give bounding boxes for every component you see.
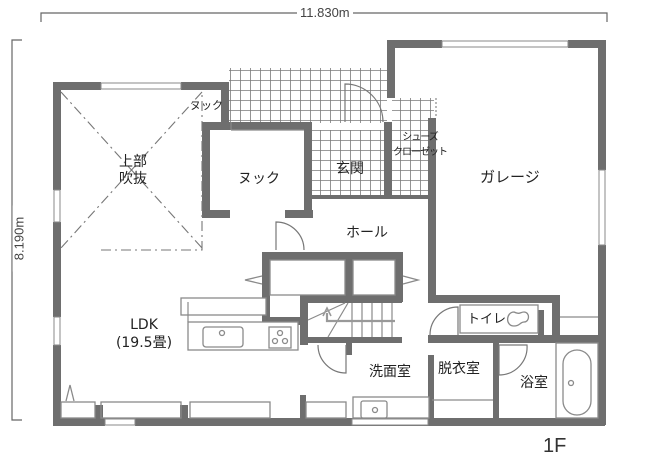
depth-dimension-label: 8.190m [12, 205, 27, 272]
room-label-ldk: LDK (19.5畳) [104, 318, 184, 350]
fukinuke-line1: 上部 [119, 154, 147, 170]
thin-partitions [187, 98, 598, 322]
shoes-closet-line2: クローゼット [393, 147, 448, 158]
depth-dimension-line [11, 39, 22, 421]
toilet-fixture [459, 304, 539, 334]
staircase [307, 302, 395, 338]
room-label-genkan: 玄関 [336, 161, 364, 177]
washroom-sink [352, 396, 493, 419]
room-label-shoes-closet: シューズ クローゼット [393, 132, 448, 158]
room-label-garage: ガレージ [480, 168, 540, 186]
fukinuke-line2: 吹抜 [119, 171, 147, 187]
room-label-toilet: トイレ [467, 312, 507, 327]
walls [53, 40, 606, 426]
doors [275, 83, 528, 376]
room-label-washroom: 洗面室 [369, 364, 411, 380]
room-label-hall: ホール [346, 225, 388, 241]
room-label-dressing: 脱衣室 [438, 361, 480, 377]
open-ceiling-marker [60, 91, 203, 251]
windows [53, 40, 606, 426]
ldk-line2: (19.5畳) [115, 335, 173, 351]
room-label-bathroom: 浴室 [520, 375, 548, 391]
room-label-nook: ヌック [238, 171, 280, 187]
kitchen-counter [180, 297, 299, 351]
entrance-porch-tiles [229, 68, 387, 123]
genkan-tiles [312, 130, 388, 198]
bathtub [555, 342, 599, 419]
room-label-fukinuke: 上部 吹抜 [108, 155, 158, 186]
shoe-closet-tiles [392, 98, 434, 198]
width-dimension-label: 11.830m [297, 6, 353, 19]
shelving [60, 259, 421, 419]
shoes-closet-line1: シューズ [402, 132, 439, 143]
ldk-line1: LDK [130, 317, 158, 333]
room-label-nook-small: ヌック [190, 99, 223, 112]
floor-label: 1F [543, 435, 567, 457]
